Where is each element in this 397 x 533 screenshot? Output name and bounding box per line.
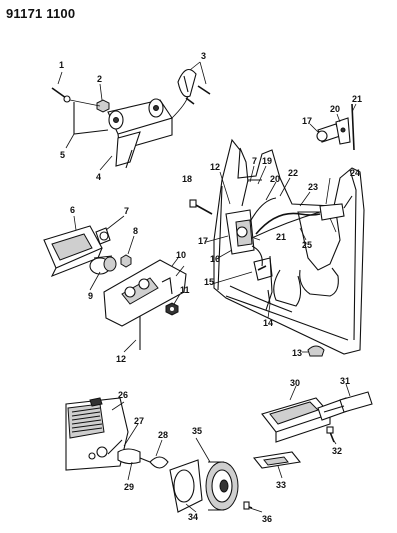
callout-26: 26 (118, 390, 128, 400)
callout-6: 6 (70, 205, 75, 215)
callout-31: 31 (340, 376, 350, 386)
callout-11: 11 (180, 285, 190, 295)
diagram-code: 91171 1100 (6, 6, 76, 21)
callout-29: 29 (124, 482, 134, 492)
callout-8: 8 (133, 226, 138, 236)
callout-28: 28 (158, 430, 168, 440)
callout-30: 30 (290, 378, 300, 388)
callout-19: 19 (262, 156, 272, 166)
callout-33: 33 (276, 480, 286, 490)
callout-16: 16 (210, 254, 220, 264)
callout-1: 1 (59, 60, 64, 70)
callout-7b: 7 (252, 156, 257, 166)
callout-5: 5 (60, 150, 65, 160)
callout-17b: 17 (302, 116, 312, 126)
callout-24: 24 (350, 168, 360, 178)
callout-35: 35 (192, 426, 202, 436)
callout-27: 27 (134, 416, 144, 426)
callout-10: 10 (176, 250, 186, 260)
callout-15: 15 (204, 277, 214, 287)
callout-22: 22 (288, 168, 298, 178)
callout-12b: 12 (210, 162, 220, 172)
callout-12a: 12 (116, 354, 126, 364)
callout-13: 13 (292, 348, 302, 358)
mirror-bracket-assembly (51, 61, 211, 171)
armrest-assembly (252, 383, 373, 479)
callout-23: 23 (308, 182, 318, 192)
callout-34: 34 (188, 512, 198, 522)
callout-20a: 20 (270, 174, 280, 184)
callout-18: 18 (182, 174, 192, 184)
callout-17a: 17 (198, 236, 208, 246)
door-inner-panel (189, 138, 365, 357)
callout-20b: 20 (330, 104, 340, 114)
callout-25: 25 (302, 240, 312, 250)
callout-36: 36 (262, 514, 272, 524)
door-trim-panel (65, 397, 169, 481)
callout-21a: 21 (276, 232, 286, 242)
callout-2: 2 (97, 74, 102, 84)
lock-cylinder-assembly (309, 103, 357, 151)
callout-7a: 7 (124, 206, 129, 216)
speaker-assembly (169, 437, 263, 513)
callout-3: 3 (201, 51, 206, 61)
switch-bezel-assembly (43, 215, 187, 353)
callout-9: 9 (88, 291, 93, 301)
callout-labels: 1 2 3 4 5 6 7 8 9 10 11 12 12 13 14 15 1… (59, 51, 362, 524)
callout-21b: 21 (352, 94, 362, 104)
callout-4: 4 (96, 172, 101, 182)
callout-14: 14 (263, 318, 273, 328)
callout-32: 32 (332, 446, 342, 456)
